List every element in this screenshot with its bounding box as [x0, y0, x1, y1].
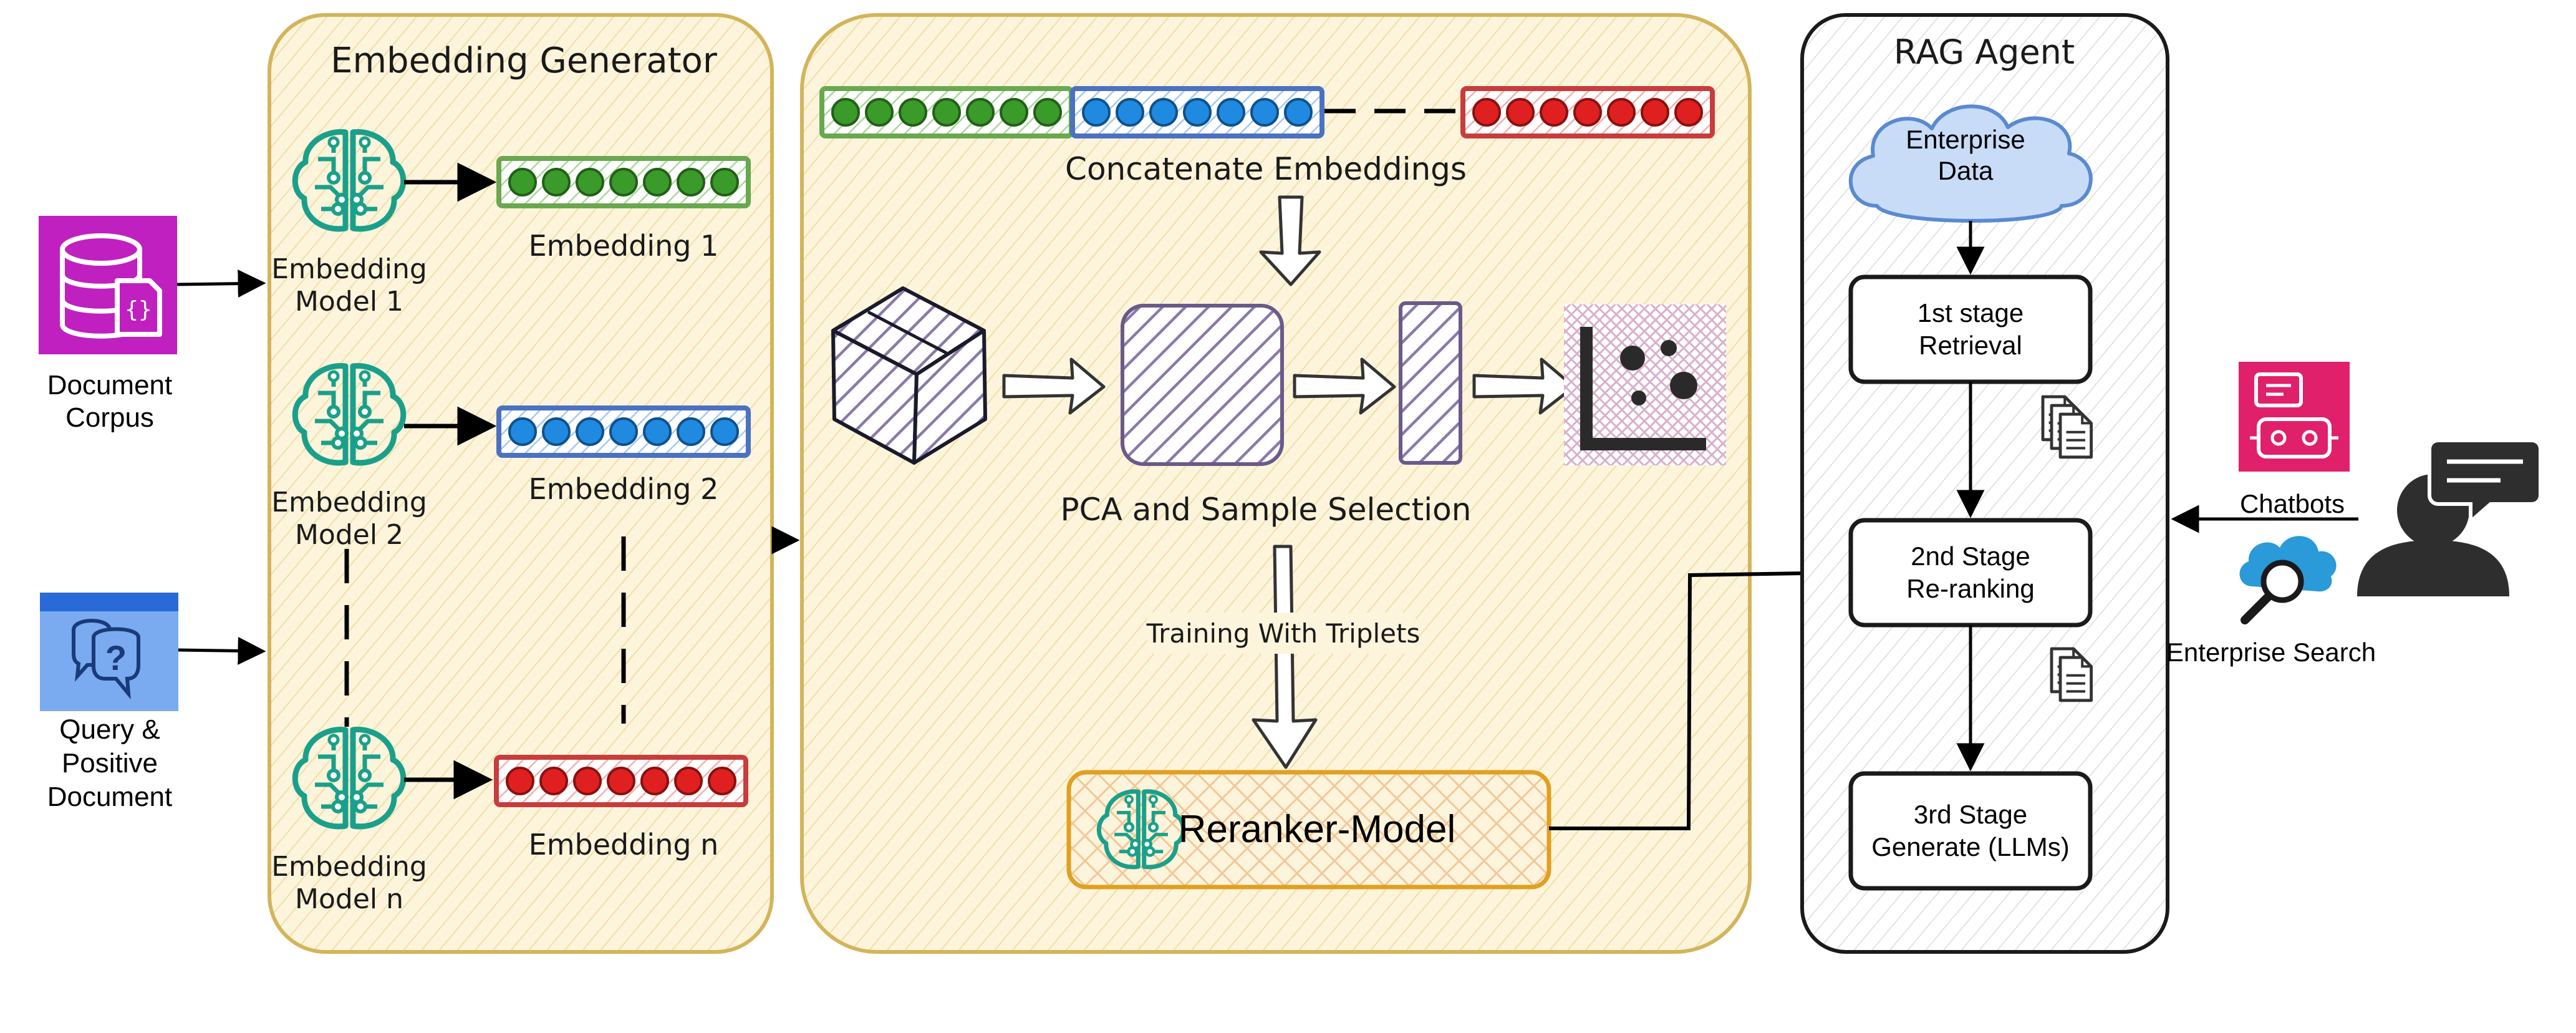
svg-text:{}: {} [125, 297, 152, 323]
reranker-model-box: Reranker-Model [1066, 770, 1551, 890]
question-chat-icon: ? [40, 593, 178, 711]
svg-text:Re-ranking: Re-ranking [1906, 574, 2034, 603]
stage1-retrieval-box: 1st stage Retrieval [1848, 274, 2093, 384]
user-icon [2357, 439, 2542, 596]
reranker-model-label: Reranker-Model [1179, 808, 1456, 851]
stage3-generate-box: 3rd Stage Generate (LLMs) [1848, 771, 2093, 891]
query-positive-label-line2: Positive [62, 748, 158, 778]
rag-agent-title: RAG Agent [1894, 32, 2075, 72]
embedding-n-label: Embedding n [529, 828, 719, 861]
enterprise-data-cloud: Enterprise Data [1848, 104, 2093, 223]
svg-text:3rd Stage: 3rd Stage [1914, 800, 2027, 829]
concatenated-green-vector [822, 89, 1071, 136]
stage3-label-line2: Generate (LLMs) [1871, 832, 2069, 861]
query-to-generator-arrow [178, 636, 266, 665]
query-positive-input: ? Query & Positive Document [40, 593, 266, 812]
training-with-triplets-label: Training With Triplets [1146, 618, 1421, 649]
embedding-2-label: Embedding 2 [529, 472, 719, 506]
enterprise-search-icon [2239, 536, 2337, 624]
concatenated-red-vector [1463, 89, 1712, 136]
reranker-to-stage2-arrow [1549, 556, 1846, 830]
embedding-model-2-label-line2: Model 2 [295, 519, 403, 551]
embedding-1-vector [499, 158, 748, 206]
document-corpus-label: Document [47, 370, 173, 400]
stage1-label: 1st stage [1918, 298, 2024, 327]
pca-matrix-block [1121, 304, 1284, 466]
training-panel: Concatenate Embeddings PCA and Sample Se… [800, 13, 1752, 954]
chatbot-icon [2239, 362, 2350, 472]
enterprise-data-label: Enterprise [1906, 125, 2025, 154]
embedding-generator-panel: Embedding Generator Embedding Model 1 Em… [268, 13, 774, 954]
embedding-1-label: Embedding 1 [529, 229, 719, 263]
pca-sample-selection-label: PCA and Sample Selection [1061, 492, 1472, 528]
reduced-vector-block [1399, 301, 1462, 465]
embedding-generator-title: Embedding Generator [330, 41, 718, 81]
embedding-model-1-label-line2: Model 1 [295, 286, 403, 318]
query-positive-label: Query & [59, 714, 160, 745]
embedding-2-vector [499, 408, 748, 455]
enterprise-data-label-line2: Data [1938, 156, 1994, 185]
stage3-label: 3rd Stage [1914, 800, 2027, 829]
stage2-reranking-box: 2nd Stage Re-ranking [1848, 518, 2093, 628]
sample-scatter-icon [1564, 304, 1726, 465]
database-icon: {} [39, 216, 177, 354]
chatbots-label: Chatbots [2240, 489, 2345, 518]
svg-text:2nd Stage: 2nd Stage [1911, 541, 2030, 571]
training-label-background [1147, 613, 1416, 654]
svg-text:Data: Data [1938, 156, 1994, 185]
svg-text:1st stage: 1st stage [1918, 298, 2024, 327]
svg-text:Enterprise: Enterprise [1906, 125, 2025, 154]
document-corpus-label-line2: Corpus [65, 402, 154, 433]
corpus-to-generator-arrow [176, 269, 266, 298]
stage1-label-line2: Retrieval [1919, 331, 2022, 360]
embedding-n-vector [496, 757, 746, 805]
concatenate-embeddings-label: Concatenate Embeddings [1065, 151, 1467, 187]
enterprise-search-label: Enterprise Search [2166, 638, 2376, 667]
query-positive-label-line3: Document [47, 782, 173, 812]
stage2-label-line2: Re-ranking [1906, 574, 2034, 603]
embedding-model-1-label: Embedding [271, 253, 427, 285]
rag-agent-panel: RAG Agent Enterprise Data 1st stage Retr… [1800, 13, 2169, 954]
training-arrow [1252, 545, 1318, 769]
concatenated-blue-vector [1073, 89, 1322, 136]
embedding-model-n-label-line2: Model n [295, 883, 403, 915]
svg-text:Retrieval: Retrieval [1919, 331, 2022, 360]
stage2-label: 2nd Stage [1911, 541, 2030, 571]
svg-text:?: ? [105, 638, 127, 677]
document-corpus-input: {} Document Corpus [39, 216, 266, 433]
svg-text:Generate (LLMs): Generate (LLMs) [1871, 832, 2069, 861]
embedding-model-2-label: Embedding [271, 487, 427, 518]
embedding-model-n-label: Embedding [271, 851, 427, 883]
dataset-box-icon [831, 286, 987, 465]
